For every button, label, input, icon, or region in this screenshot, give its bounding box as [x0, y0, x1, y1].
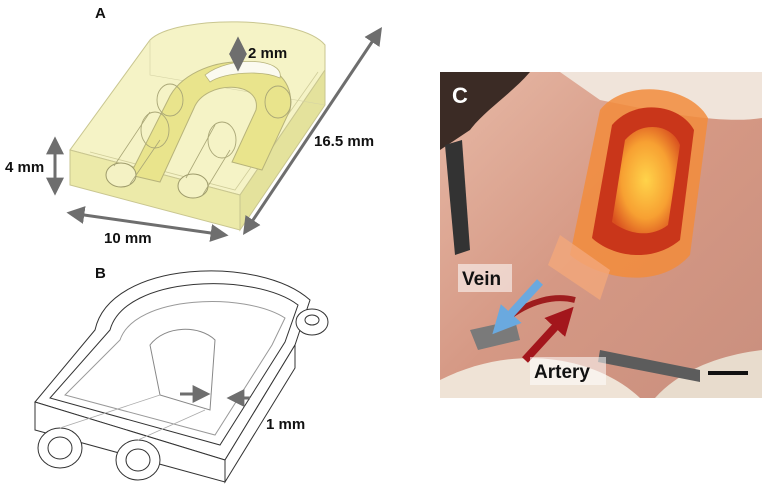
dim-label-10mm: 10 mm — [104, 230, 152, 247]
dim-arrow-16-5mm — [242, 27, 383, 235]
artery-tag-bg — [530, 357, 606, 385]
artery-arrow — [522, 306, 574, 363]
dim-arrow-10mm — [66, 206, 229, 242]
panel-c-photo: C Vein Artery — [440, 72, 762, 398]
panel-a-label: A — [95, 5, 106, 22]
vein-arrow — [492, 279, 543, 335]
artery-tag: Artery — [534, 362, 590, 383]
vein-tag: Vein — [462, 269, 501, 290]
dim-label-2mm: 2 mm — [248, 45, 287, 62]
panel-a: A 2 mm — [5, 5, 383, 247]
panel-c-label: C — [452, 83, 468, 108]
dim-label-16-5mm: 16.5 mm — [314, 133, 374, 150]
scale-bar — [708, 371, 748, 375]
device-wireframe — [34, 270, 329, 484]
vein-tag-bg — [458, 264, 512, 292]
dim-label-1mm: 1 mm — [266, 416, 305, 433]
panel-b-label: B — [95, 265, 106, 282]
dim-label-4mm: 4 mm — [5, 159, 44, 176]
panel-b: B 1 mm — [34, 265, 329, 484]
